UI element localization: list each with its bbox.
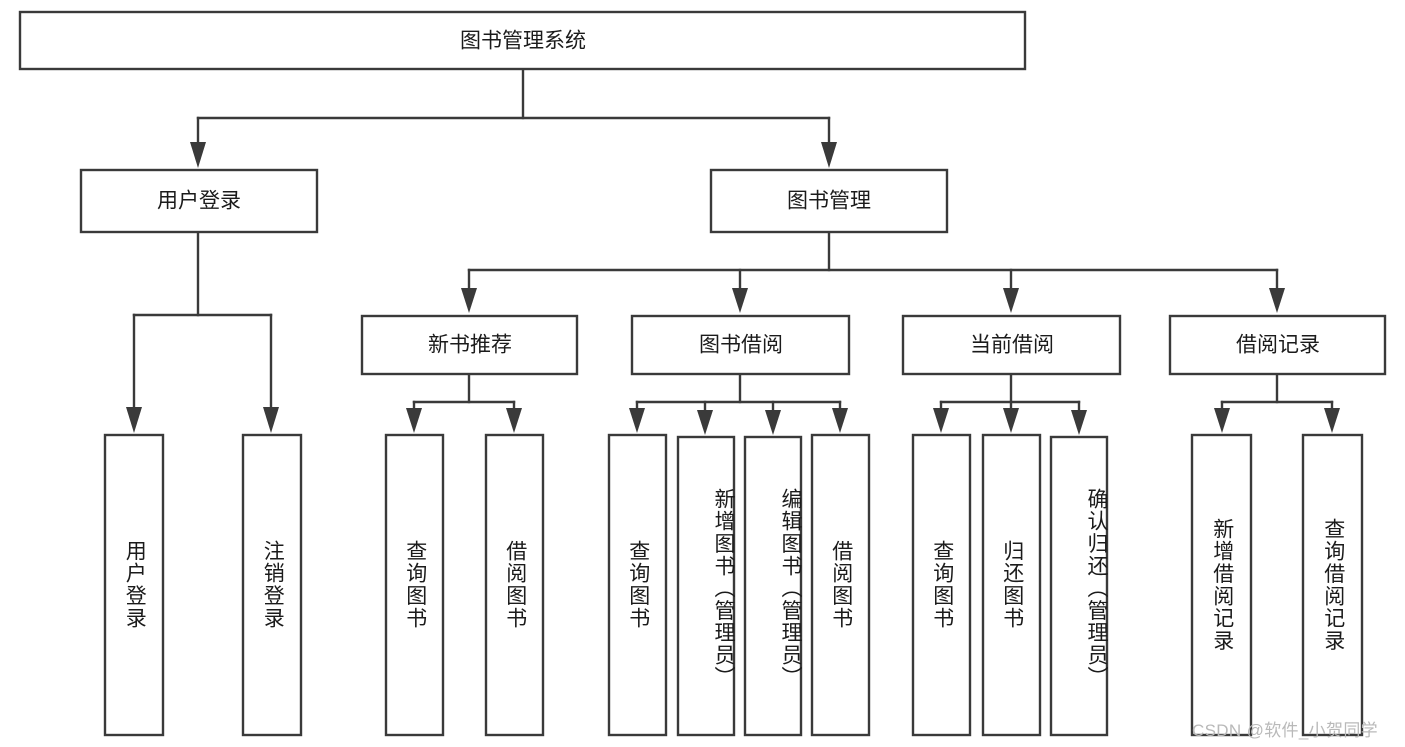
node-root[interactable]: 图书管理系统 bbox=[18, 10, 1027, 71]
arrow-bb-leaf-2 bbox=[697, 410, 713, 435]
borrow-record-label: 借阅记录 bbox=[1236, 334, 1320, 357]
arrow-cb-leaf-2 bbox=[1003, 408, 1019, 433]
arrow-bb-leaf-4 bbox=[832, 408, 848, 433]
user-login-label: 用户登录 bbox=[157, 190, 241, 213]
connector-currentborrow-to-leaves bbox=[933, 372, 1087, 435]
connector-bookborrow-to-leaves bbox=[629, 372, 848, 435]
user-login-box[interactable] bbox=[79, 168, 319, 234]
arrow-l3-new-book bbox=[461, 288, 477, 313]
node-user-login[interactable]: 用户登录 bbox=[79, 168, 319, 234]
leaf-box-ul-2[interactable] bbox=[241, 433, 303, 737]
leaf-box-ul-1[interactable] bbox=[103, 433, 165, 737]
new-book-recommend-box[interactable] bbox=[360, 314, 579, 376]
leaf-box-cb-2[interactable] bbox=[981, 433, 1042, 737]
node-new-book-recommend[interactable]: 新书推荐 bbox=[360, 314, 579, 376]
current-borrow-box[interactable] bbox=[901, 314, 1122, 376]
book-borrow-label: 图书借阅 bbox=[699, 334, 783, 357]
borrow-record-box[interactable] bbox=[1168, 314, 1387, 376]
arrow-book-manage bbox=[821, 142, 837, 168]
leaf-box-cb-1[interactable] bbox=[911, 433, 972, 737]
leaf-box-nb-1[interactable] bbox=[384, 433, 445, 737]
connector-userlogin-to-leaves bbox=[126, 230, 279, 433]
book-manage-label: 图书管理 bbox=[787, 190, 871, 213]
leaf-group-user-login bbox=[103, 433, 303, 737]
leaf-box-br-2[interactable] bbox=[1301, 433, 1364, 737]
arrow-cb-leaf-3 bbox=[1071, 410, 1087, 435]
arrow-br-leaf-2 bbox=[1324, 408, 1340, 433]
book-borrow-box[interactable] bbox=[630, 314, 851, 376]
book-manage-box[interactable] bbox=[709, 168, 949, 234]
leaf-box-bb-2[interactable] bbox=[676, 435, 736, 737]
node-current-borrow[interactable]: 当前借阅 bbox=[901, 314, 1122, 376]
leaf-group-new-book-recommend bbox=[384, 433, 545, 737]
arrow-bb-leaf-1 bbox=[629, 408, 645, 433]
connector-bookmanage-to-level3 bbox=[461, 230, 1285, 313]
current-borrow-label: 当前借阅 bbox=[970, 334, 1054, 357]
arrow-cb-leaf-1 bbox=[933, 408, 949, 433]
arrow-br-leaf-1 bbox=[1214, 408, 1230, 433]
arrow-l3-current-borrow bbox=[1003, 288, 1019, 313]
leaf-group-book-borrow bbox=[607, 433, 871, 737]
arrow-nb-leaf-1 bbox=[406, 408, 422, 433]
leaf-box-nb-2[interactable] bbox=[484, 433, 545, 737]
csdn-watermark: CSDN @软件_小贺同学 bbox=[1192, 721, 1379, 740]
node-book-borrow[interactable]: 图书借阅 bbox=[630, 314, 851, 376]
leaf-box-bb-4[interactable] bbox=[810, 433, 871, 737]
connector-root-to-level2 bbox=[190, 67, 837, 168]
arrow-ul-leaf-2 bbox=[263, 407, 279, 433]
arrow-l3-book-borrow bbox=[732, 288, 748, 313]
connector-newbook-to-leaves bbox=[406, 372, 522, 433]
leaf-box-br-1[interactable] bbox=[1190, 433, 1253, 737]
connector-borrowrecord-to-leaves bbox=[1214, 372, 1340, 433]
leaf-group-current-borrow bbox=[911, 433, 1109, 737]
leaf-box-cb-3[interactable] bbox=[1049, 435, 1109, 737]
new-book-recommend-label: 新书推荐 bbox=[428, 334, 512, 357]
root-box[interactable] bbox=[18, 10, 1027, 71]
arrow-user-login bbox=[190, 142, 206, 168]
leaf-box-bb-3[interactable] bbox=[743, 435, 803, 737]
arrow-bb-leaf-3 bbox=[765, 410, 781, 435]
node-borrow-record[interactable]: 借阅记录 bbox=[1168, 314, 1387, 376]
root-label: 图书管理系统 bbox=[460, 30, 586, 53]
arrow-l3-borrow-record bbox=[1269, 288, 1285, 313]
arrow-nb-leaf-2 bbox=[506, 408, 522, 433]
leaf-box-bb-1[interactable] bbox=[607, 433, 668, 737]
leaf-group-borrow-record bbox=[1190, 433, 1364, 737]
node-book-manage[interactable]: 图书管理 bbox=[709, 168, 949, 234]
arrow-ul-leaf-1 bbox=[126, 407, 142, 433]
